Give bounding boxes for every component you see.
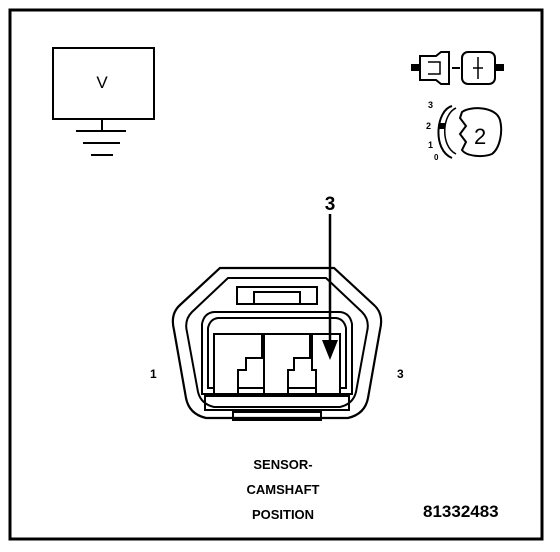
- pin-label-left: 1: [150, 367, 157, 381]
- ignition-position-3: 3: [428, 100, 434, 110]
- pin-cavity-1: [213, 333, 263, 395]
- ignition-position-1: 1: [428, 140, 434, 150]
- voltmeter-symbol: [52, 47, 155, 156]
- pin-label-right: 3: [397, 367, 404, 381]
- connector-disconnected-icon: [411, 51, 504, 85]
- caption-line-3: POSITION: [251, 507, 315, 522]
- pin-cavity-2: [263, 333, 311, 395]
- connector-face: [171, 266, 383, 421]
- voltmeter-label: V: [96, 73, 108, 92]
- probe-arrow: [322, 214, 338, 360]
- connector-latch: [236, 286, 318, 305]
- key-icon: [458, 107, 503, 158]
- ignition-switch-icon: [437, 105, 503, 159]
- caption-line-1: SENSOR-: [253, 457, 313, 472]
- ignition-position-0: 0: [434, 153, 439, 162]
- ignition-selected-position: 2: [474, 124, 487, 149]
- figure-number: 81332483: [423, 502, 499, 521]
- diagram-border: [8, 8, 544, 541]
- pin-callout-label: 3: [324, 194, 336, 215]
- ignition-position-2: 2: [426, 121, 432, 131]
- ground-icon: [76, 130, 126, 156]
- caption-line-2: CAMSHAFT: [246, 482, 320, 497]
